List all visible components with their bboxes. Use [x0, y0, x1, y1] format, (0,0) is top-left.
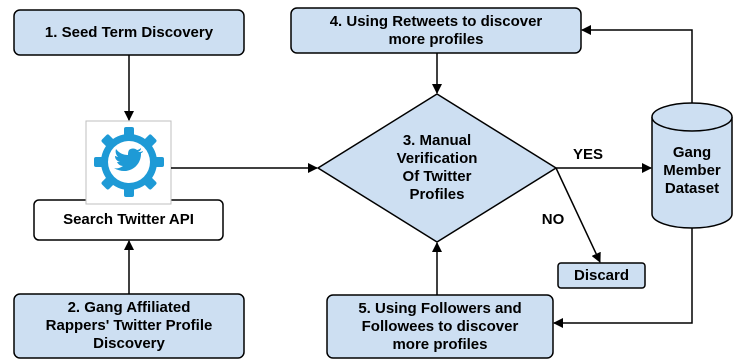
no-arrow: [555, 167, 601, 263]
followers-box: [326, 294, 554, 359]
retweets-box: [290, 7, 582, 54]
verification-diamond: [316, 93, 558, 243]
dataset-cylinder: [651, 102, 733, 229]
discard-box: [557, 262, 646, 289]
dataset-to-retweets-arrow: [581, 25, 693, 103]
dataset-to-followers-arrow: [553, 228, 693, 328]
twitter-bird-gear-icon: [94, 127, 164, 197]
search-api-box: [33, 199, 224, 241]
seed-term-box: [13, 9, 245, 56]
rapper-profiles-box: [13, 293, 245, 359]
